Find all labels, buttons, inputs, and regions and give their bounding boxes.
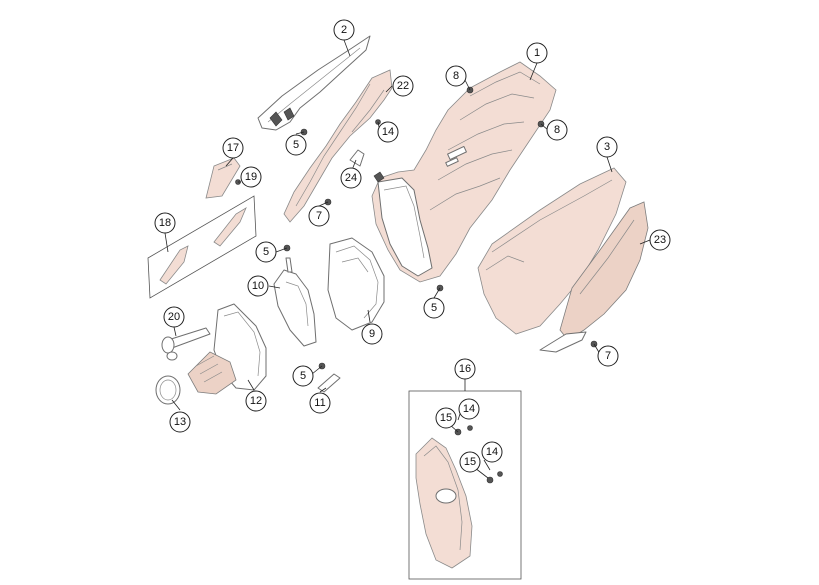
svg-text:14: 14 [463, 403, 475, 415]
svg-text:19: 19 [245, 171, 257, 183]
callout-23: 23 [649, 229, 671, 251]
svg-text:5: 5 [263, 246, 269, 258]
callout-1: 1 [526, 42, 548, 64]
callout-19: 19 [240, 166, 262, 188]
callout-22: 22 [392, 75, 414, 97]
callout-5-a: 5 [285, 134, 307, 156]
clip-part-24 [349, 149, 365, 167]
number-plate-part-23 [539, 201, 649, 353]
svg-text:7: 7 [316, 210, 322, 222]
side-panel-part-22 [283, 69, 393, 223]
svg-text:3: 3 [604, 141, 610, 153]
callout-11: 11 [309, 392, 331, 414]
callout-20: 20 [163, 306, 185, 328]
side-cover-part-2 [257, 35, 371, 131]
svg-text:5: 5 [293, 139, 299, 151]
callout-16: 16 [454, 358, 476, 380]
svg-text:8: 8 [554, 124, 560, 136]
hose-clamp-part-13 [155, 375, 181, 405]
svg-text:7: 7 [605, 350, 611, 362]
svg-text:15: 15 [440, 412, 452, 424]
callout-14-c: 14 [481, 441, 503, 463]
svg-text:20: 20 [168, 311, 180, 323]
callout-7-a: 7 [308, 205, 330, 227]
svg-text:9: 9 [369, 328, 375, 340]
svg-text:1: 1 [534, 47, 540, 59]
callout-5-d: 5 [292, 365, 314, 387]
filter-support-part-10 [273, 257, 317, 347]
callout-24: 24 [340, 167, 362, 189]
svg-text:14: 14 [382, 126, 394, 138]
callout-13: 13 [169, 411, 191, 433]
callout-3: 3 [596, 136, 618, 158]
callout-15-a: 15 [435, 407, 457, 429]
svg-text:11: 11 [314, 397, 325, 409]
callout-2: 2 [333, 19, 355, 41]
svg-text:8: 8 [453, 70, 459, 82]
callout-15-b: 15 [459, 451, 481, 473]
callout-10: 10 [247, 275, 269, 297]
svg-text:23: 23 [654, 234, 666, 246]
decal-set-part-18 [147, 195, 257, 299]
bracket-part-17 [205, 157, 241, 199]
callout-7-b: 7 [597, 345, 619, 367]
callout-8-b: 8 [546, 119, 568, 141]
svg-text:5: 5 [300, 370, 306, 382]
callout-14-b: 14 [458, 398, 480, 420]
svg-text:13: 13 [174, 416, 186, 428]
svg-text:18: 18 [159, 217, 171, 229]
callout-12: 12 [245, 390, 267, 412]
callout-5-b: 5 [255, 241, 277, 263]
svg-text:15: 15 [464, 456, 476, 468]
svg-text:10: 10 [252, 280, 264, 292]
cover-assembly-part-16 [408, 390, 522, 580]
callout-14-a: 14 [377, 121, 399, 143]
intake-boot-part-12 [187, 303, 267, 395]
air-box-part-1 [371, 61, 557, 283]
svg-text:16: 16 [459, 363, 471, 375]
callout-8-a: 8 [445, 65, 467, 87]
svg-text:12: 12 [250, 395, 262, 407]
callout-9: 9 [361, 323, 383, 345]
clip-part-11 [317, 373, 341, 393]
callout-18: 18 [154, 212, 176, 234]
svg-text:14: 14 [486, 446, 498, 458]
callout-5-c: 5 [423, 297, 445, 319]
svg-text:22: 22 [397, 80, 409, 92]
svg-text:24: 24 [345, 172, 357, 184]
filter-cage-part-9 [327, 237, 385, 331]
drain-tube-part-20 [161, 327, 211, 361]
svg-text:2: 2 [341, 24, 347, 36]
svg-text:5: 5 [431, 302, 437, 314]
callout-17: 17 [222, 137, 244, 159]
svg-text:17: 17 [227, 142, 239, 154]
